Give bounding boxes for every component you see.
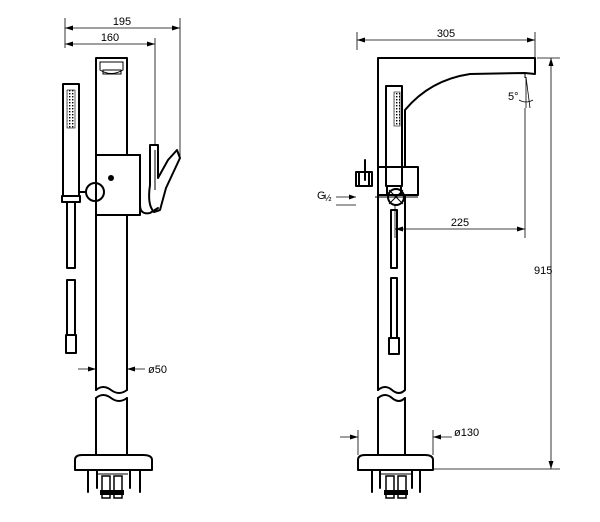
dimension-handle-width: 160	[65, 32, 156, 145]
hand-shower-side	[385, 85, 403, 355]
dimension-overall-width: 195	[64, 16, 181, 158]
dimension-inlet-thread: G ½	[317, 190, 356, 206]
dimension-spout-angle: 5°	[508, 76, 534, 109]
dimension-label-305: 305	[437, 28, 455, 40]
dimension-spout-reach: 305	[356, 28, 536, 58]
lever-handle	[148, 144, 181, 213]
dimension-total-height: 915	[433, 57, 560, 470]
right-column	[377, 194, 406, 456]
dimension-inlet-to-axis: 225	[394, 108, 526, 238]
dimension-label-130: ø130	[454, 427, 479, 439]
left-view: 195 160	[61, 16, 181, 499]
dimension-label-225: 225	[451, 217, 469, 229]
left-base	[74, 454, 153, 499]
valve-dot	[108, 175, 114, 181]
left-body	[79, 154, 159, 216]
dimension-label-915: 915	[534, 265, 552, 277]
inlet-thread-label: G	[317, 190, 326, 202]
right-body	[355, 159, 419, 206]
hand-shower	[61, 83, 81, 354]
dimension-label-160: 160	[101, 32, 119, 44]
right-view: 305 5°	[317, 28, 560, 499]
inlet-thread-fraction: ½	[324, 193, 332, 203]
left-spout	[95, 57, 128, 156]
right-base	[357, 454, 434, 499]
dimension-base-diameter: ø130	[340, 427, 479, 455]
left-column	[95, 214, 128, 456]
dimension-column-diameter: ø50	[78, 364, 167, 376]
dimension-label-195: 195	[113, 16, 131, 28]
dimension-label-5deg: 5°	[508, 91, 519, 103]
dimension-label-50: ø50	[148, 364, 167, 376]
right-spout	[377, 57, 536, 168]
